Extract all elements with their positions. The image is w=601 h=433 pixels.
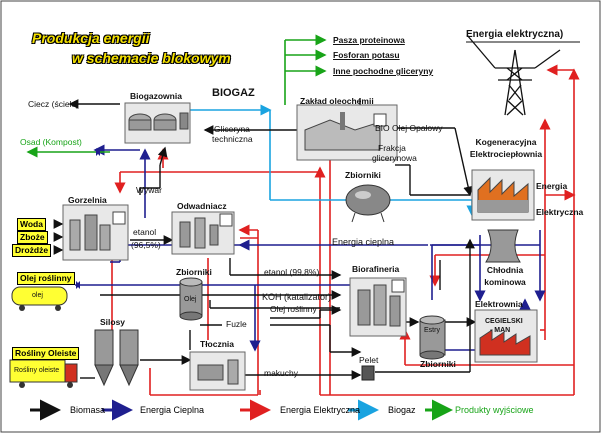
zbiorniki-olej-label: Zbiorniki xyxy=(176,267,212,277)
tanker-olej-label: olej xyxy=(32,292,43,299)
etanol998-label: etanol (99,8%) xyxy=(264,267,320,277)
gliceryna-label-1: Gliceryna xyxy=(214,124,250,134)
silosy-label: Silosy xyxy=(100,317,126,327)
olej-tanker-drawing xyxy=(11,286,68,311)
koh-label: KOH (katalizator) xyxy=(262,292,332,302)
input-olej-roslinny: Olej roślinny xyxy=(17,272,75,285)
energia-label-2: Elektryczna xyxy=(536,207,584,217)
product-gliceryna: Inne pochodne gliceryny xyxy=(333,66,434,76)
biorafineria-label: Biorafineria xyxy=(352,264,400,274)
olej-tank-drawing xyxy=(179,277,203,321)
legend-biomasa: Biomasa xyxy=(70,405,106,415)
gorzelnia-drawing xyxy=(62,204,129,261)
odwadniacz-drawing xyxy=(171,211,235,255)
power-pylon-icon xyxy=(466,34,561,116)
biogazownia-label: Biogazownia xyxy=(130,91,182,101)
estry-tank-drawing xyxy=(419,315,446,360)
ciecz-label: Ciecz (ścieki) xyxy=(28,99,79,109)
truck-label: Rośliny oleiste xyxy=(14,367,60,374)
product-fosforan: Fosforan potasu xyxy=(333,50,400,60)
input-zboze: Zboże xyxy=(17,231,48,244)
tlocznia-label: Tłocznia xyxy=(200,339,235,349)
cegielski-label-2: - MAN xyxy=(490,327,511,334)
cegielski-label-1: CEGIELSKI xyxy=(485,318,523,325)
frakcja-label-2: glicerynowa xyxy=(372,153,417,163)
chlodnia-drawing xyxy=(485,229,521,263)
zbiorniki-sphere-drawing xyxy=(345,184,391,223)
silosy-drawing xyxy=(94,329,139,387)
estry-label: Estry xyxy=(424,327,440,334)
truck-drawing xyxy=(9,359,78,388)
tlocznia-drawing xyxy=(189,351,246,391)
energia-cieplna-label: Energia cieplna xyxy=(332,237,395,247)
gliceryna-label-2: techniczna xyxy=(212,134,253,144)
gorzelnia-label: Gorzelnia xyxy=(68,195,107,205)
zaklad-label: Zakład oleochemii xyxy=(300,96,374,106)
pelet-label: Pelet xyxy=(359,355,379,365)
frakcja-label-1: Frakcja xyxy=(378,143,406,153)
zbiorniki-estry-label: Zbiorniki xyxy=(420,359,456,369)
biogaz-label: BIOGAZ xyxy=(212,87,255,99)
kogeneracja-drawing xyxy=(471,169,535,221)
chlodnia-label-1: Chłodnia xyxy=(486,265,524,275)
bio-olej-label: BIO Olej Opałowy xyxy=(375,123,443,133)
etanol-label-1: etanol xyxy=(133,227,157,237)
title-line1: Produkcja energii xyxy=(32,30,150,46)
wywar-label: Wywar xyxy=(136,185,162,195)
zbiorniki-sphere-label: Zbiorniki xyxy=(345,170,381,180)
chlodnia-label-2: kominowa xyxy=(484,277,526,287)
legend-energia-cieplna: Energia Cieplna xyxy=(140,405,205,415)
energia-elektryczna-title: Energia elektryczna) xyxy=(466,29,564,40)
odwadniacz-label: Odwadniacz xyxy=(177,201,227,211)
biorafineria-drawing xyxy=(349,277,407,337)
pelet-drawing xyxy=(361,365,375,381)
osad-label: Osad (Kompost) xyxy=(20,137,82,147)
elektrownia-drawing xyxy=(474,309,538,363)
biogazownia-drawing xyxy=(124,102,191,144)
red-electric-lines xyxy=(111,64,580,396)
olej-roslinny-flow-label: Olej roślinny xyxy=(270,304,317,314)
product-pasza: Pasza proteinowa xyxy=(333,35,405,45)
valve-icons xyxy=(76,148,100,289)
makuchy-label: makuchy xyxy=(264,368,299,378)
legend-biogaz: Biogaz xyxy=(388,405,416,415)
olej-tank-label: Olej xyxy=(184,296,197,303)
elektrownia-label: Elektrownia xyxy=(475,299,523,309)
input-drozdze: Drożdże xyxy=(12,244,52,257)
fuzle-label: Fuzle xyxy=(226,319,247,329)
black-biomass-lines xyxy=(53,98,477,380)
kogeneracja-label-1: Kogeneracyjna xyxy=(475,137,537,147)
legend-produkty: Produkty wyjściowe xyxy=(455,405,534,415)
input-rosliny-oleiste: Rośliny Oleiste xyxy=(12,347,80,360)
kogeneracja-label-2: Elektrociepłownia xyxy=(469,149,543,159)
input-woda: Woda xyxy=(17,218,46,231)
title-line2: w schemacie blokowym xyxy=(72,50,231,66)
etanol-label-2: (96,5%) xyxy=(131,240,161,250)
legend-energia-elektryczna: Energia Elektryczna xyxy=(280,405,361,415)
zaklad-drawing xyxy=(296,104,398,161)
energia-label-1: Energia xyxy=(536,181,568,191)
